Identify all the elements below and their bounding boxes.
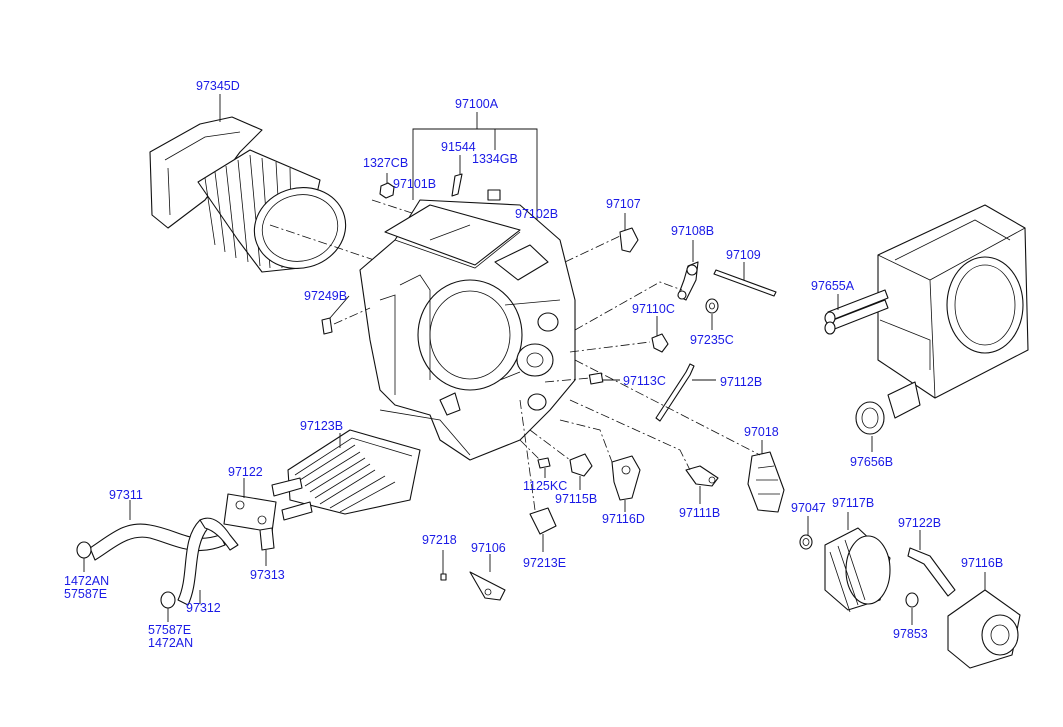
grommet-97235C[interactable] — [705, 298, 719, 330]
label-97102B[interactable]: 97102B — [515, 207, 559, 221]
label-97117B[interactable]: 97117B — [832, 496, 875, 510]
label-97100A[interactable]: 97100A — [455, 97, 499, 111]
heater-core[interactable] — [271, 429, 421, 521]
label-97110C[interactable]: 97110C — [632, 302, 675, 316]
label-97853[interactable]: 97853 — [893, 627, 928, 641]
rod-97112B[interactable] — [655, 363, 716, 422]
label-97249B[interactable]: 97249B — [304, 289, 348, 303]
motor-97116B[interactable] — [947, 572, 1021, 669]
label-97122B[interactable]: 97122B — [898, 516, 942, 530]
fan-97117B[interactable] — [824, 512, 891, 613]
label-97047[interactable]: 97047 — [791, 501, 826, 515]
label-97107[interactable]: 97107 — [606, 197, 641, 211]
label-97116B[interactable]: 97116B — [961, 556, 1004, 570]
lever-97111B[interactable] — [569, 399, 719, 504]
hose-97122B[interactable] — [907, 530, 956, 597]
hose-97311[interactable] — [89, 500, 226, 561]
label-97345D[interactable]: 97345D — [196, 79, 240, 93]
clip-97110C[interactable] — [569, 316, 669, 353]
actuator-97115B[interactable] — [529, 429, 593, 490]
label-97111B[interactable]: 97111B — [679, 506, 721, 520]
label-97213E[interactable]: 97213E — [523, 556, 567, 570]
screw-91544[interactable] — [451, 155, 463, 197]
oring-97853[interactable] — [905, 592, 919, 625]
label-97218[interactable]: 97218 — [422, 533, 457, 547]
oring-97047[interactable] — [799, 516, 813, 550]
label-97655A[interactable]: 97655A — [811, 279, 855, 293]
label-57587E-a[interactable]: 57587E — [64, 587, 108, 601]
hose-97312[interactable] — [177, 517, 239, 606]
label-97018[interactable]: 97018 — [744, 425, 779, 439]
label-1125KC[interactable]: 1125KC — [523, 479, 568, 493]
label-97122[interactable]: 97122 — [228, 465, 263, 479]
label-1472AN-b[interactable]: 1472AN — [148, 636, 194, 650]
resistor-97213E[interactable] — [519, 399, 557, 552]
lever-97108B[interactable] — [574, 240, 699, 331]
label-97112B[interactable]: 97112B — [720, 375, 763, 389]
leader — [329, 295, 350, 319]
label-97108B[interactable]: 97108B — [671, 224, 715, 238]
label-97101B[interactable]: 97101B — [393, 177, 437, 191]
lever-97107[interactable] — [564, 213, 639, 263]
label-97123B[interactable]: 97123B — [300, 419, 344, 433]
clamp-97313[interactable] — [259, 527, 275, 566]
label-97113C[interactable]: 97113C — [623, 374, 666, 388]
clamp-1472AN-a[interactable] — [76, 541, 92, 572]
leader-dash — [371, 199, 419, 216]
bracket-97106[interactable] — [469, 554, 506, 601]
label-97312[interactable]: 97312 — [186, 601, 221, 615]
clip-97113C[interactable] — [544, 372, 620, 385]
label-97235C[interactable]: 97235C — [690, 333, 734, 347]
clamp-57587E-b[interactable] — [160, 591, 176, 622]
label-97115B[interactable]: 97115B — [555, 492, 598, 506]
heater-unit[interactable] — [877, 204, 1029, 419]
group-bracket-97100A — [412, 112, 538, 236]
rod-97109[interactable] — [713, 262, 777, 297]
label-1334GB[interactable]: 1334GB — [472, 152, 518, 166]
leader-dash — [269, 224, 381, 263]
label-97106[interactable]: 97106 — [471, 541, 506, 555]
label-97656B[interactable]: 97656B — [850, 455, 894, 469]
plate-97122[interactable] — [223, 478, 277, 533]
screw-97218[interactable] — [440, 550, 447, 581]
blower-case[interactable] — [359, 199, 576, 461]
nut-1327CB[interactable] — [379, 173, 395, 199]
intake-duct[interactable] — [149, 94, 355, 279]
label-57587E-b[interactable]: 57587E — [148, 623, 192, 637]
cap-97656B[interactable] — [855, 401, 885, 452]
label-97116D[interactable]: 97116D — [602, 512, 645, 526]
label-1472AN-a[interactable]: 1472AN — [64, 574, 110, 588]
bracket-97116D[interactable] — [559, 419, 641, 512]
plate-97018[interactable] — [574, 359, 785, 513]
label-91544[interactable]: 91544 — [441, 140, 476, 154]
label-1327CB[interactable]: 1327CB — [363, 156, 409, 170]
label-97109[interactable]: 97109 — [726, 248, 761, 262]
label-97311[interactable]: 97311 — [109, 488, 143, 502]
clip-97249B[interactable] — [321, 307, 371, 335]
label-97313[interactable]: 97313 — [250, 568, 285, 582]
pipes-97655A[interactable] — [824, 289, 889, 335]
bolt-1125KC[interactable] — [519, 439, 551, 478]
clip-1334GB[interactable] — [487, 189, 501, 201]
